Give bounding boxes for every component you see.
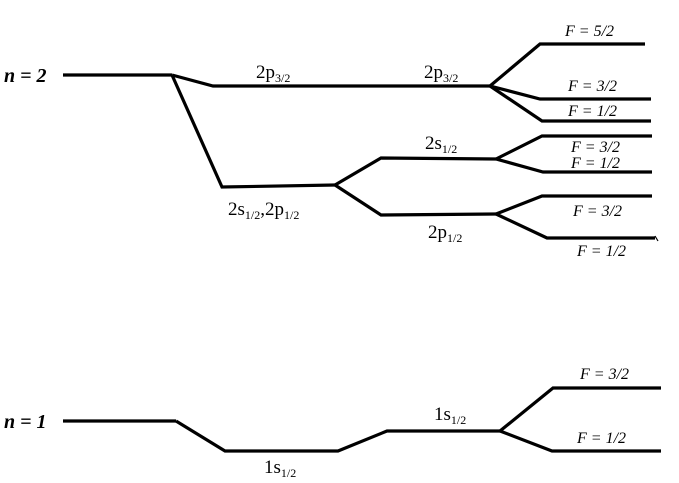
state-sub: 1/2 (447, 231, 462, 245)
state-main: 2p (424, 62, 443, 83)
state-label-2s12-2p12-fine: 2s1/2,2p1/2 (228, 199, 299, 222)
state-main: 1s (434, 404, 451, 425)
f-label-2p32-F32: F = 3/2 (567, 78, 617, 95)
f-label-2p32-F52: F = 5/2 (564, 23, 614, 40)
level-2s12-F12 (495, 157, 652, 174)
state-sub: 1/2 (284, 208, 299, 222)
state-main: 1s (264, 457, 281, 478)
state-label-2p32-fine: 2p3/2 (256, 62, 290, 85)
level-1s12-F12 (499, 429, 661, 453)
f-label-1s12-F12: F = 1/2 (576, 430, 626, 447)
state-label-1s12-fine: 1s1/2 (264, 457, 296, 480)
state-sub: 3/2 (443, 71, 458, 85)
f-label-2s12-F32: F = 3/2 (570, 139, 620, 156)
f-label-2p32-F12: F = 1/2 (567, 103, 617, 120)
state-main: 2p (256, 62, 275, 83)
level-1s12-F32 (498, 386, 661, 433)
state-label-2s12-lamb: 2s1/2 (425, 133, 457, 156)
state-main: 2s (425, 133, 442, 154)
state-label-2p12-lamb: 2p1/2 (428, 222, 462, 245)
state-sub: 3/2 (275, 71, 290, 85)
level-2p32-fine (171, 73, 490, 88)
level-2s12-F32 (495, 134, 652, 161)
level-2s12-2p12-fine (170, 74, 336, 189)
state-separator: , (260, 199, 265, 220)
level-1s12-fine (175, 419, 500, 453)
level-2p32-F32 (489, 84, 651, 101)
state-sub: 1/2 (245, 208, 260, 222)
state-main: 2s (228, 199, 245, 220)
state-main: 2p (265, 199, 284, 220)
f-label-2p12-F32: F = 3/2 (572, 203, 622, 220)
n2-label: n = 2 (4, 65, 47, 87)
state-label-1s12-hfs: 1s1/2 (434, 404, 466, 427)
level-2p12-F32 (495, 194, 652, 216)
level-2s12-lamb (334, 156, 497, 187)
level-2p32-F52 (488, 42, 645, 88)
level-2p12-lamb (334, 183, 497, 217)
n1-label: n = 1 (4, 411, 47, 433)
state-label-2p32-hfs: 2p3/2 (424, 62, 458, 85)
state-sub: 1/2 (281, 466, 296, 480)
tick-mark (654, 235, 659, 242)
state-sub: 1/2 (442, 142, 457, 156)
f-label-2p12-F12: F = 1/2 (576, 243, 626, 260)
f-label-1s12-F32: F = 3/2 (579, 366, 629, 383)
level-2p32-F12 (489, 84, 651, 123)
state-sub: 1/2 (451, 413, 466, 427)
level-2p12-F12 (495, 212, 655, 240)
f-label-2s12-F12: F = 1/2 (570, 155, 620, 172)
state-main: 2p (428, 222, 447, 243)
